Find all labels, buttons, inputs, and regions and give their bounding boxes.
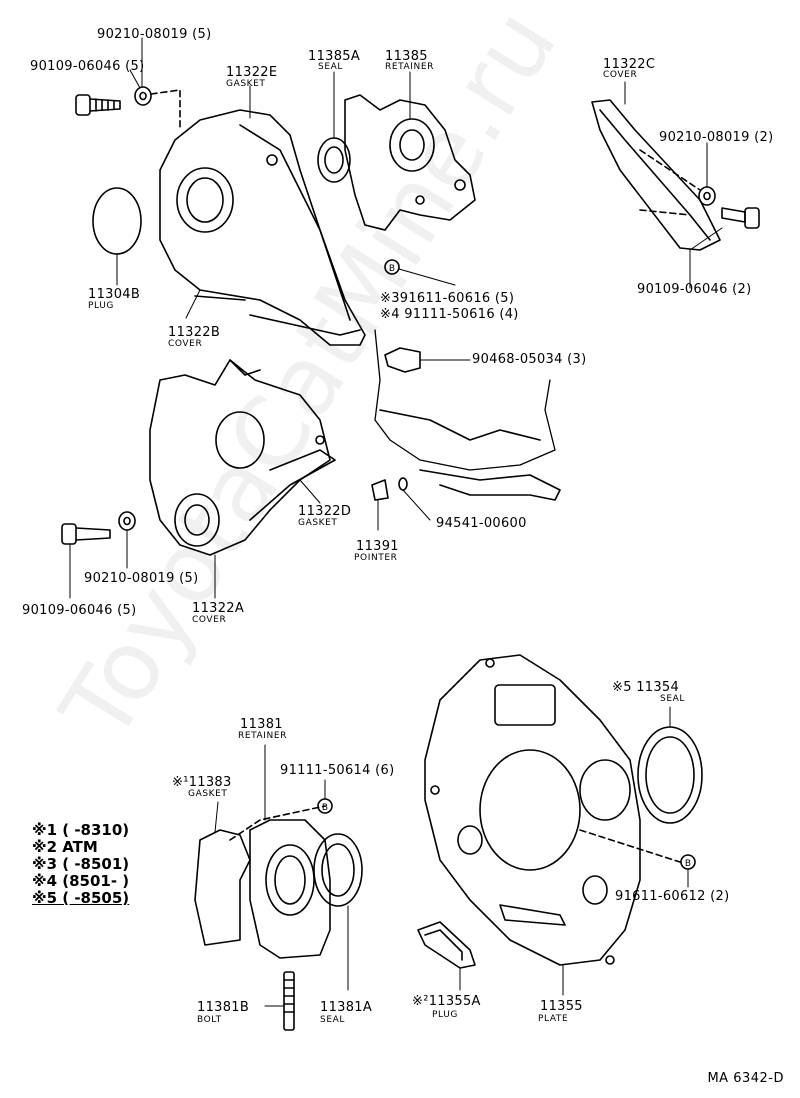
washer-94541	[398, 477, 408, 491]
sub-pointer-11391: POINTER	[354, 553, 398, 563]
engine-block-fragment	[374, 329, 561, 501]
seal-11381a	[313, 833, 363, 907]
washer-90210-top-left	[134, 86, 152, 106]
label-91611-60612: 91611-60612 (2)	[615, 889, 730, 904]
legend-row: ※2 ATM	[32, 838, 98, 856]
label-90109-06046-lower: 90109-06046 (5)	[22, 603, 137, 618]
dash-line	[150, 89, 181, 131]
callout-b-upper	[384, 259, 456, 286]
label-11322c: 11322C	[603, 57, 656, 72]
washer-90210-right	[698, 186, 716, 206]
label-90210-08019-right: 90210-08019 (2)	[659, 130, 774, 145]
label-90109-06046-top: 90109-06046 (5)	[30, 59, 145, 74]
label-11383: ※¹11383	[172, 775, 232, 790]
plug-11304b	[92, 187, 142, 255]
sub-retainer-11381: RETAINER	[238, 731, 288, 741]
gasket-11322d	[249, 449, 336, 521]
label-11355: 11355	[540, 999, 583, 1014]
sub-seal-11354: SEAL	[660, 694, 685, 704]
pointer-11391	[371, 479, 389, 501]
plate-11355	[424, 654, 641, 966]
bolt-11381b	[283, 971, 295, 1031]
legend-row: ※1 ( -8310)	[32, 821, 130, 839]
label-11381: 11381	[240, 717, 283, 732]
bolt-90109-right	[721, 207, 760, 229]
label-11322d: 11322D	[298, 504, 352, 519]
sub-plate-11355: PLATE	[538, 1014, 569, 1024]
sub-gasket-11322d: GASKET	[298, 518, 338, 528]
sub-cover-11322c: COVER	[603, 70, 638, 80]
sub-cover-11322a: COVER	[192, 615, 227, 625]
label-90210-08019-lower: 90210-08019 (5)	[84, 571, 199, 586]
legend-row: ※4 (8501- )	[32, 872, 130, 890]
sub-retainer-11385: RETAINER	[385, 62, 435, 72]
label-11391: 11391	[356, 539, 399, 554]
label-11322b: 11322B	[168, 325, 221, 340]
label-11381b: 11381B	[197, 1000, 250, 1015]
upper-cover-11322b	[159, 109, 366, 346]
sub-seal-11385a: SEAL	[318, 62, 343, 72]
sub-cover-11322b: COVER	[168, 339, 203, 349]
label-11322a: 11322A	[192, 601, 245, 616]
b-mark: B	[322, 803, 328, 813]
b-mark: B	[389, 264, 395, 274]
footnote-legend: ※1 ( -8310) ※2 ATM ※3 ( -8501) ※4 (8501-…	[32, 822, 129, 907]
label-11322e: 11322E	[226, 65, 278, 80]
label-11385a: 11385A	[308, 49, 361, 64]
legend-row: ※3 ( -8501)	[32, 855, 130, 873]
label-91111-50616: ※4 91111-50616 (4)	[380, 307, 519, 322]
legend-row: ※5 ( -8505)	[32, 889, 130, 907]
washer-90210-lower-left	[118, 511, 136, 531]
label-11381a: 11381A	[320, 1000, 373, 1015]
sub-seal-11381a: SEAL	[320, 1015, 345, 1025]
sub-plug-11304b: PLUG	[88, 301, 114, 311]
seal-11354	[637, 726, 703, 824]
b-mark: B	[685, 859, 691, 869]
sub-plug-11355a: PLUG	[432, 1010, 458, 1020]
label-90210-08019-top: 90210-08019 (5)	[97, 27, 212, 42]
label-94541-00600: 94541-00600	[436, 516, 527, 531]
label-90468-05034: 90468-05034 (3)	[472, 352, 587, 367]
plug-11355a	[417, 921, 476, 969]
retainer-11381	[249, 819, 331, 959]
label-91111-50614: 91111-50614 (6)	[280, 763, 395, 778]
sub-gasket-11322e: GASKET	[226, 79, 266, 89]
label-90109-06046-right: 90109-06046 (2)	[637, 282, 752, 297]
label-11355a: ※²11355A	[412, 994, 481, 1009]
retainer-11385	[344, 94, 476, 231]
drawing-code: MA 6342-D	[707, 1071, 784, 1086]
cover-11322c	[591, 99, 721, 251]
label-11385: 11385	[385, 49, 428, 64]
bolt-90109-top-left	[75, 94, 121, 116]
label-11354: ※5 11354	[612, 680, 680, 695]
gasket-11383	[194, 829, 251, 946]
clip-90468	[384, 347, 421, 373]
label-91611-60616: ※391611-60616 (5)	[380, 291, 515, 306]
sub-bolt-11381b: BOLT	[197, 1015, 222, 1025]
label-11304b: 11304B	[88, 287, 141, 302]
bolt-90109-lower-left	[61, 523, 111, 545]
sub-gasket-11383: GASKET	[188, 789, 228, 799]
